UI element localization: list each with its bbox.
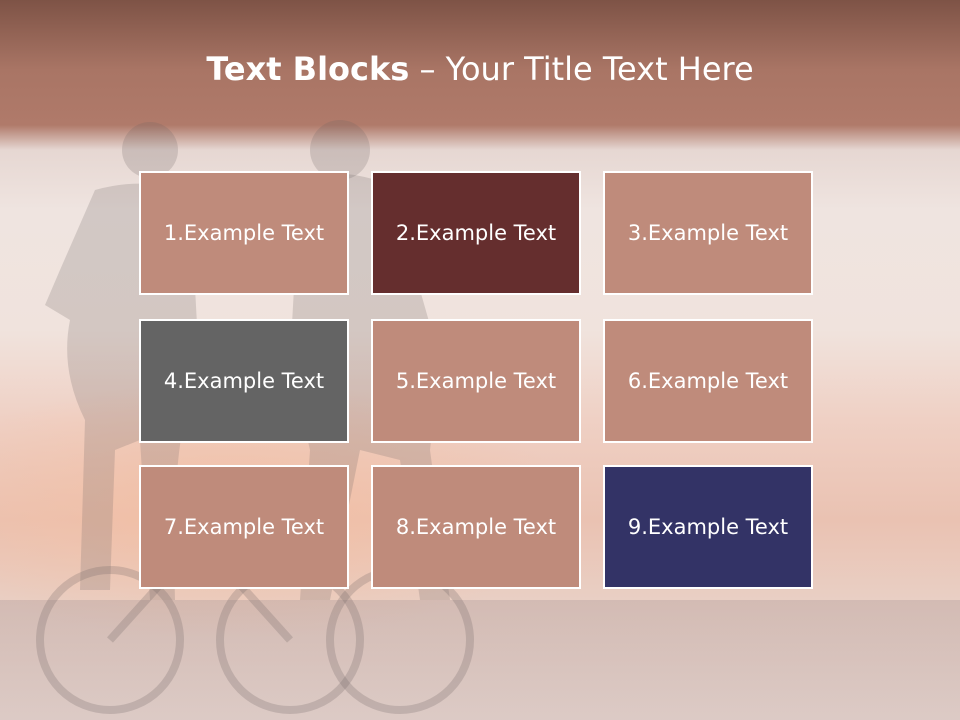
- text-block-1-label: 1.Example Text: [163, 221, 325, 245]
- text-block-9[interactable]: 9.Example Text: [603, 465, 813, 589]
- text-block-1[interactable]: 1.Example Text: [139, 171, 349, 295]
- text-block-6-label: 6.Example Text: [627, 369, 789, 393]
- slide-title: Text Blocks – Your Title Text Here: [0, 50, 960, 88]
- text-block-5-label: 5.Example Text: [395, 369, 557, 393]
- title-bold-part: Text Blocks: [206, 50, 410, 88]
- text-block-3[interactable]: 3.Example Text: [603, 171, 813, 295]
- text-block-7[interactable]: 7.Example Text: [139, 465, 349, 589]
- text-block-5[interactable]: 5.Example Text: [371, 319, 581, 443]
- text-block-8[interactable]: 8.Example Text: [371, 465, 581, 589]
- title-rest: Your Title Text Here: [445, 50, 754, 88]
- text-block-2-label: 2.Example Text: [395, 221, 557, 245]
- title-dash: –: [409, 50, 446, 88]
- horizon-band: [0, 600, 960, 720]
- text-block-8-label: 8.Example Text: [395, 515, 557, 539]
- text-block-6[interactable]: 6.Example Text: [603, 319, 813, 443]
- text-block-4-label: 4.Example Text: [163, 369, 325, 393]
- text-block-4[interactable]: 4.Example Text: [139, 319, 349, 443]
- text-block-2[interactable]: 2.Example Text: [371, 171, 581, 295]
- text-block-9-label: 9.Example Text: [627, 515, 789, 539]
- text-block-7-label: 7.Example Text: [163, 515, 325, 539]
- text-block-3-label: 3.Example Text: [627, 221, 789, 245]
